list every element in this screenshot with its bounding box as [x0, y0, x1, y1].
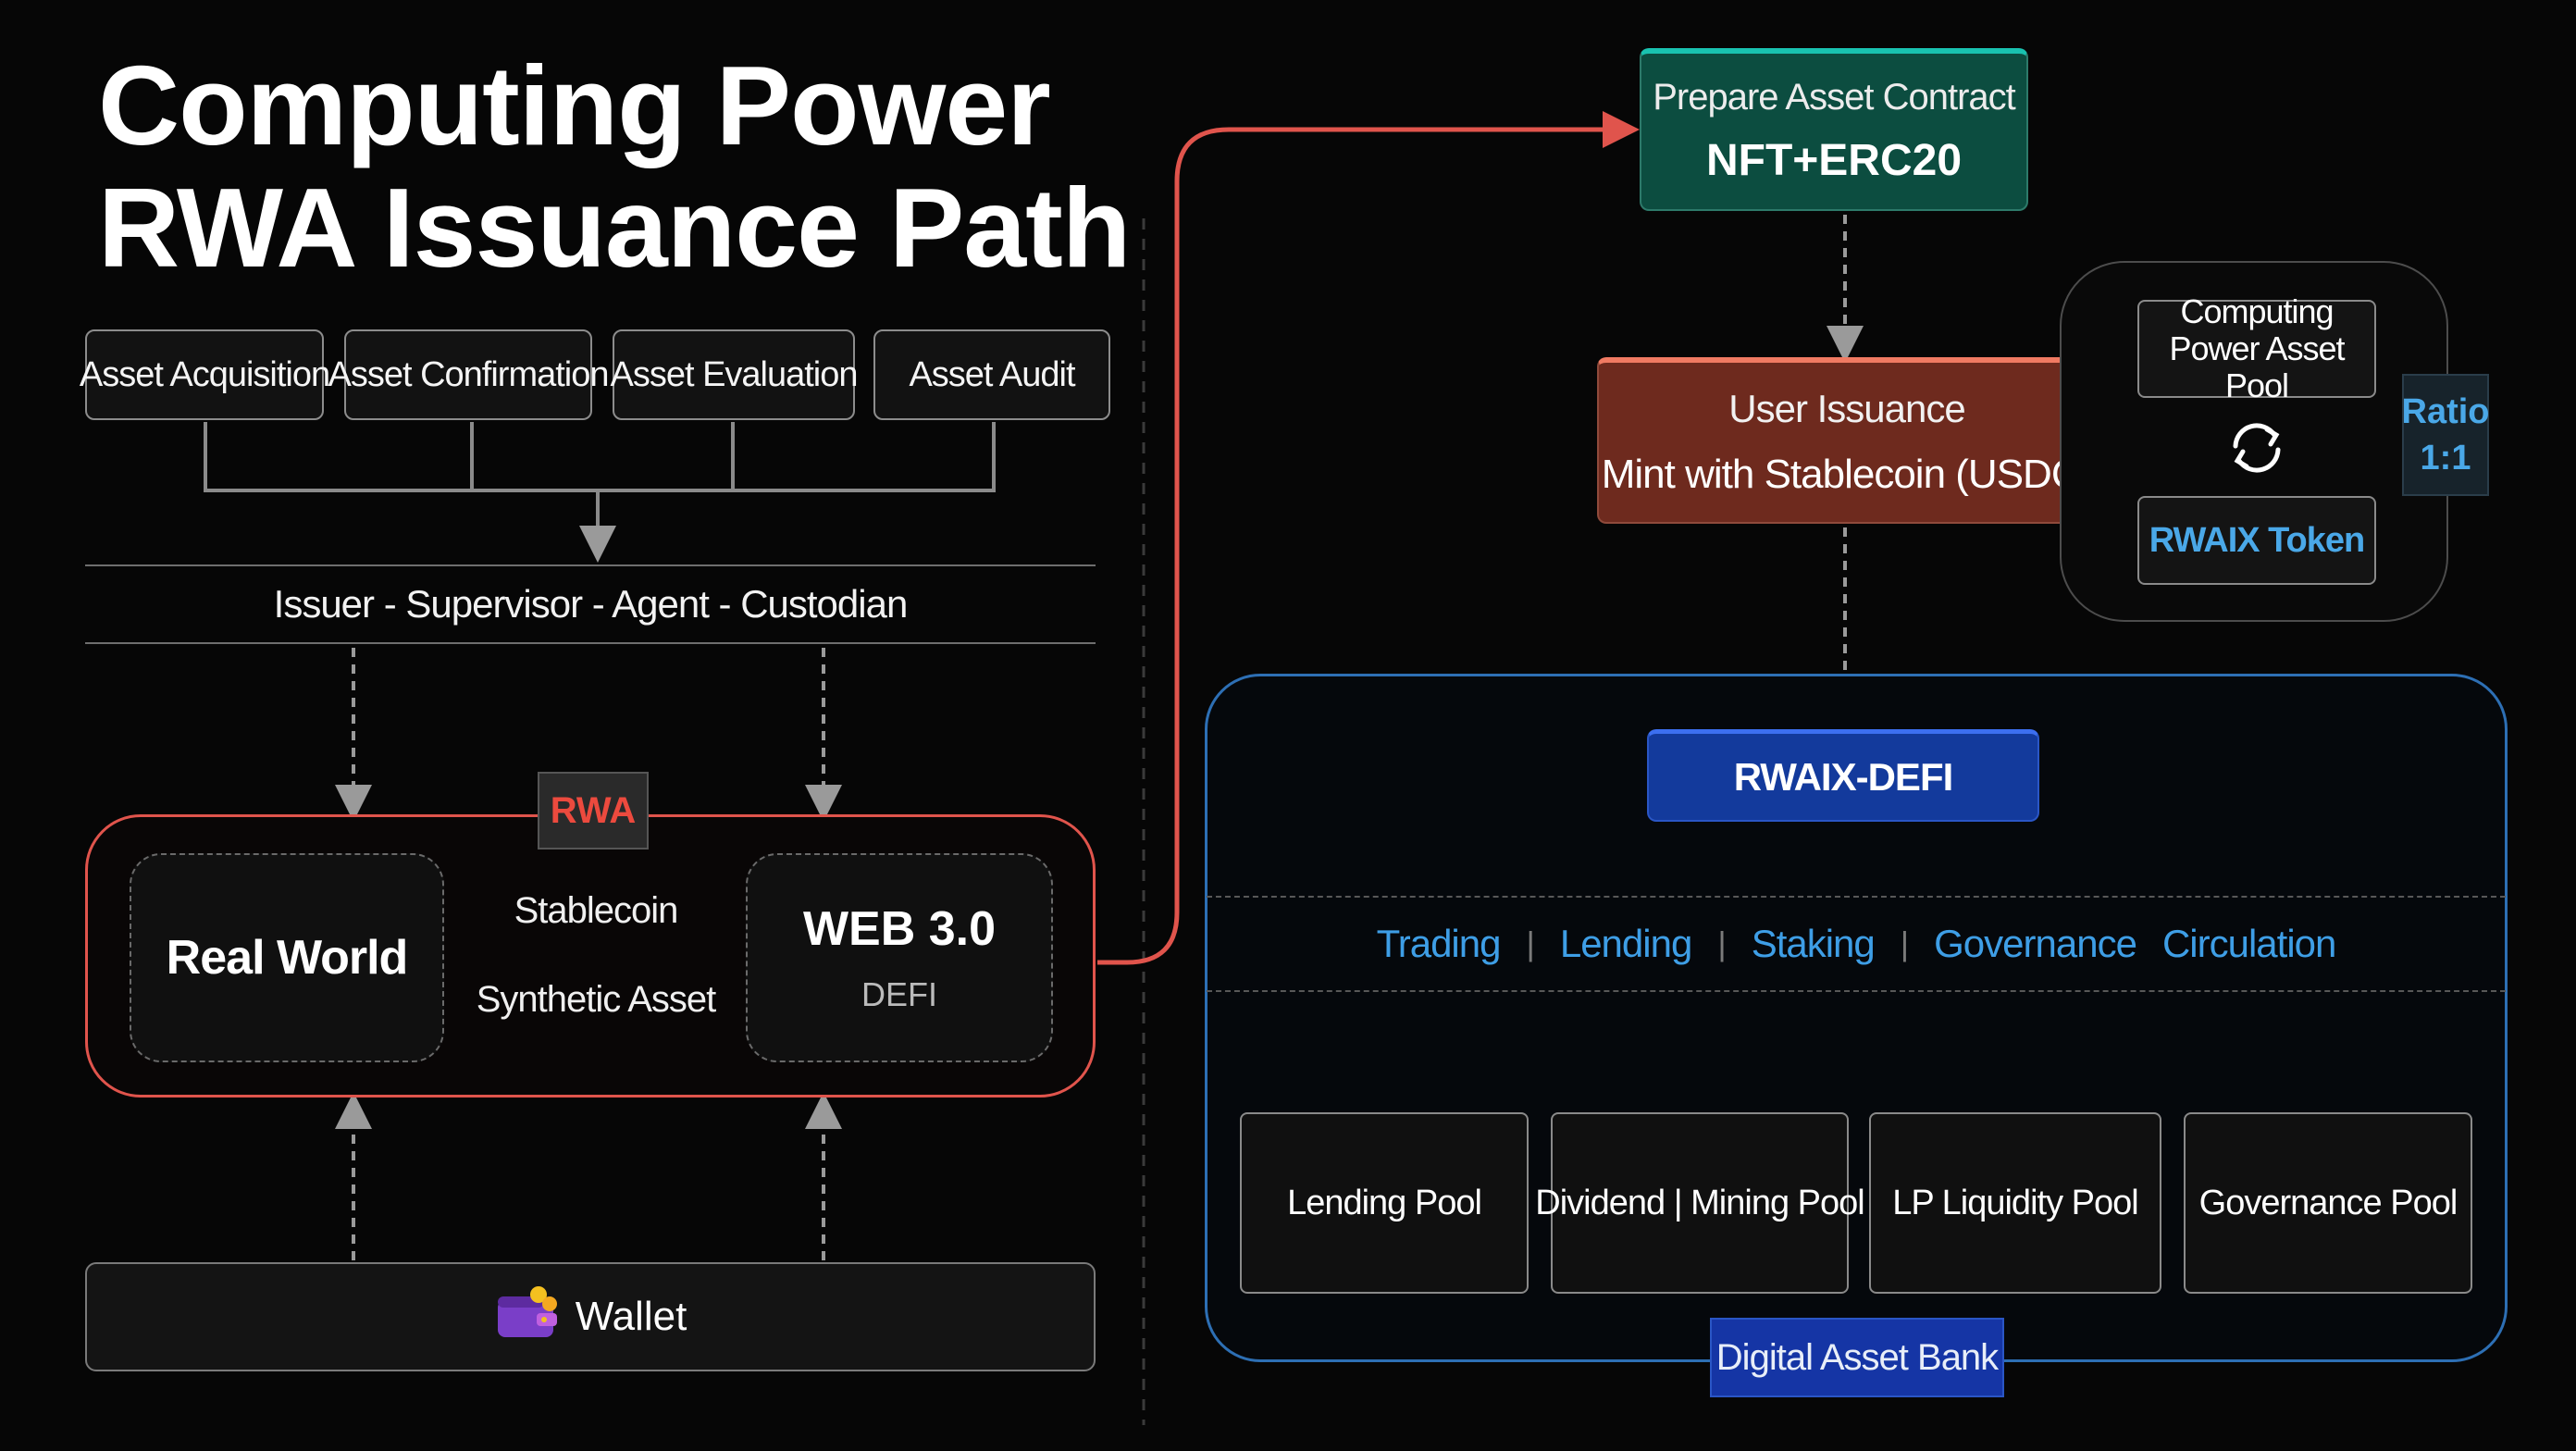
user-issuance-label: User Issuance	[1728, 387, 1965, 430]
bridge-label-bottom: Synthetic Asset	[476, 979, 716, 1020]
ratio-badge: Ratio 1:1	[2401, 374, 2490, 496]
dividend-mining-pool-box: Dividend | Mining Pool	[1535, 1112, 1865, 1294]
title-line-2: RWA Issuance Path	[98, 165, 1131, 291]
function-trading[interactable]: Trading	[1376, 922, 1502, 965]
web3-box: WEB 3.0 DEFI	[746, 853, 1053, 1062]
digital-asset-bank-label: Digital Asset Bank	[1710, 1318, 2004, 1397]
mint-label: Mint with Stablecoin (USDC)	[1601, 452, 2093, 497]
pool-line-2: Power Asset Pool	[2169, 329, 2345, 404]
defi-label: DEFI	[861, 975, 937, 1013]
rwaix-token-box: RWAIX Token	[2137, 496, 2376, 585]
contract-standard: NFT+ERC20	[1705, 136, 1963, 185]
function-lending[interactable]: Lending	[1559, 922, 1692, 965]
wallet-label: Wallet	[575, 1294, 687, 1339]
lending-pool-box: Lending Pool	[1240, 1112, 1529, 1294]
title-line-1: Computing Power	[98, 43, 1051, 168]
function-separator: |	[1900, 924, 1909, 962]
ratio-value: 1:1	[2420, 439, 2471, 477]
step-asset-audit: Asset Audit	[873, 329, 1110, 420]
step-asset-acquisition: Asset Acquisition	[80, 329, 330, 420]
step-asset-evaluation: Asset Evaluation	[610, 329, 859, 420]
function-separator: |	[1526, 924, 1534, 962]
roles-bar: Issuer - Supervisor - Agent - Custodian	[85, 564, 1096, 644]
real-world-box: Real World	[130, 853, 444, 1062]
rwa-tag: RWA	[538, 772, 649, 850]
function-governance[interactable]: Governance	[1934, 922, 2137, 965]
wallet-bar[interactable]: Wallet	[85, 1262, 1096, 1371]
function-circulation[interactable]: Circulation	[2161, 922, 2336, 965]
pool-line-1: Computing	[2180, 292, 2334, 330]
wallet-to-rwa-arrows	[335, 1092, 842, 1260]
prepare-asset-contract-box: Prepare Asset Contract NFT+ERC20	[1640, 48, 2028, 211]
web3-label: WEB 3.0	[802, 902, 997, 956]
step-asset-confirmation: Asset Confirmation	[328, 329, 610, 420]
lp-liquidity-pool-box: LP Liquidity Pool	[1869, 1112, 2161, 1294]
prepare-label: Prepare Asset Contract	[1653, 77, 2016, 118]
governance-pool-box: Governance Pool	[2184, 1112, 2472, 1294]
sync-icon	[2224, 418, 2289, 477]
step-bracket	[204, 422, 996, 563]
function-separator: |	[1717, 924, 1726, 962]
real-world-label: Real World	[166, 931, 409, 985]
ratio-label: Ratio	[2401, 392, 2490, 431]
bridge-label-top: Stablecoin	[514, 890, 679, 931]
rwaix-defi-hub: RWAIX-DEFI	[1647, 729, 2039, 822]
wallet-icon	[494, 1284, 561, 1351]
page-title: Computing Power RWA Issuance Path	[98, 44, 1134, 289]
user-issuance-box: User Issuance Mint with Stablecoin (USDC…	[1597, 357, 2097, 524]
function-staking[interactable]: Staking	[1751, 922, 1876, 965]
defi-functions-row: Trading | Lending | Staking | Governance…	[1207, 896, 2506, 992]
computing-power-asset-pool: Computing Power Asset Pool	[2137, 293, 2376, 404]
